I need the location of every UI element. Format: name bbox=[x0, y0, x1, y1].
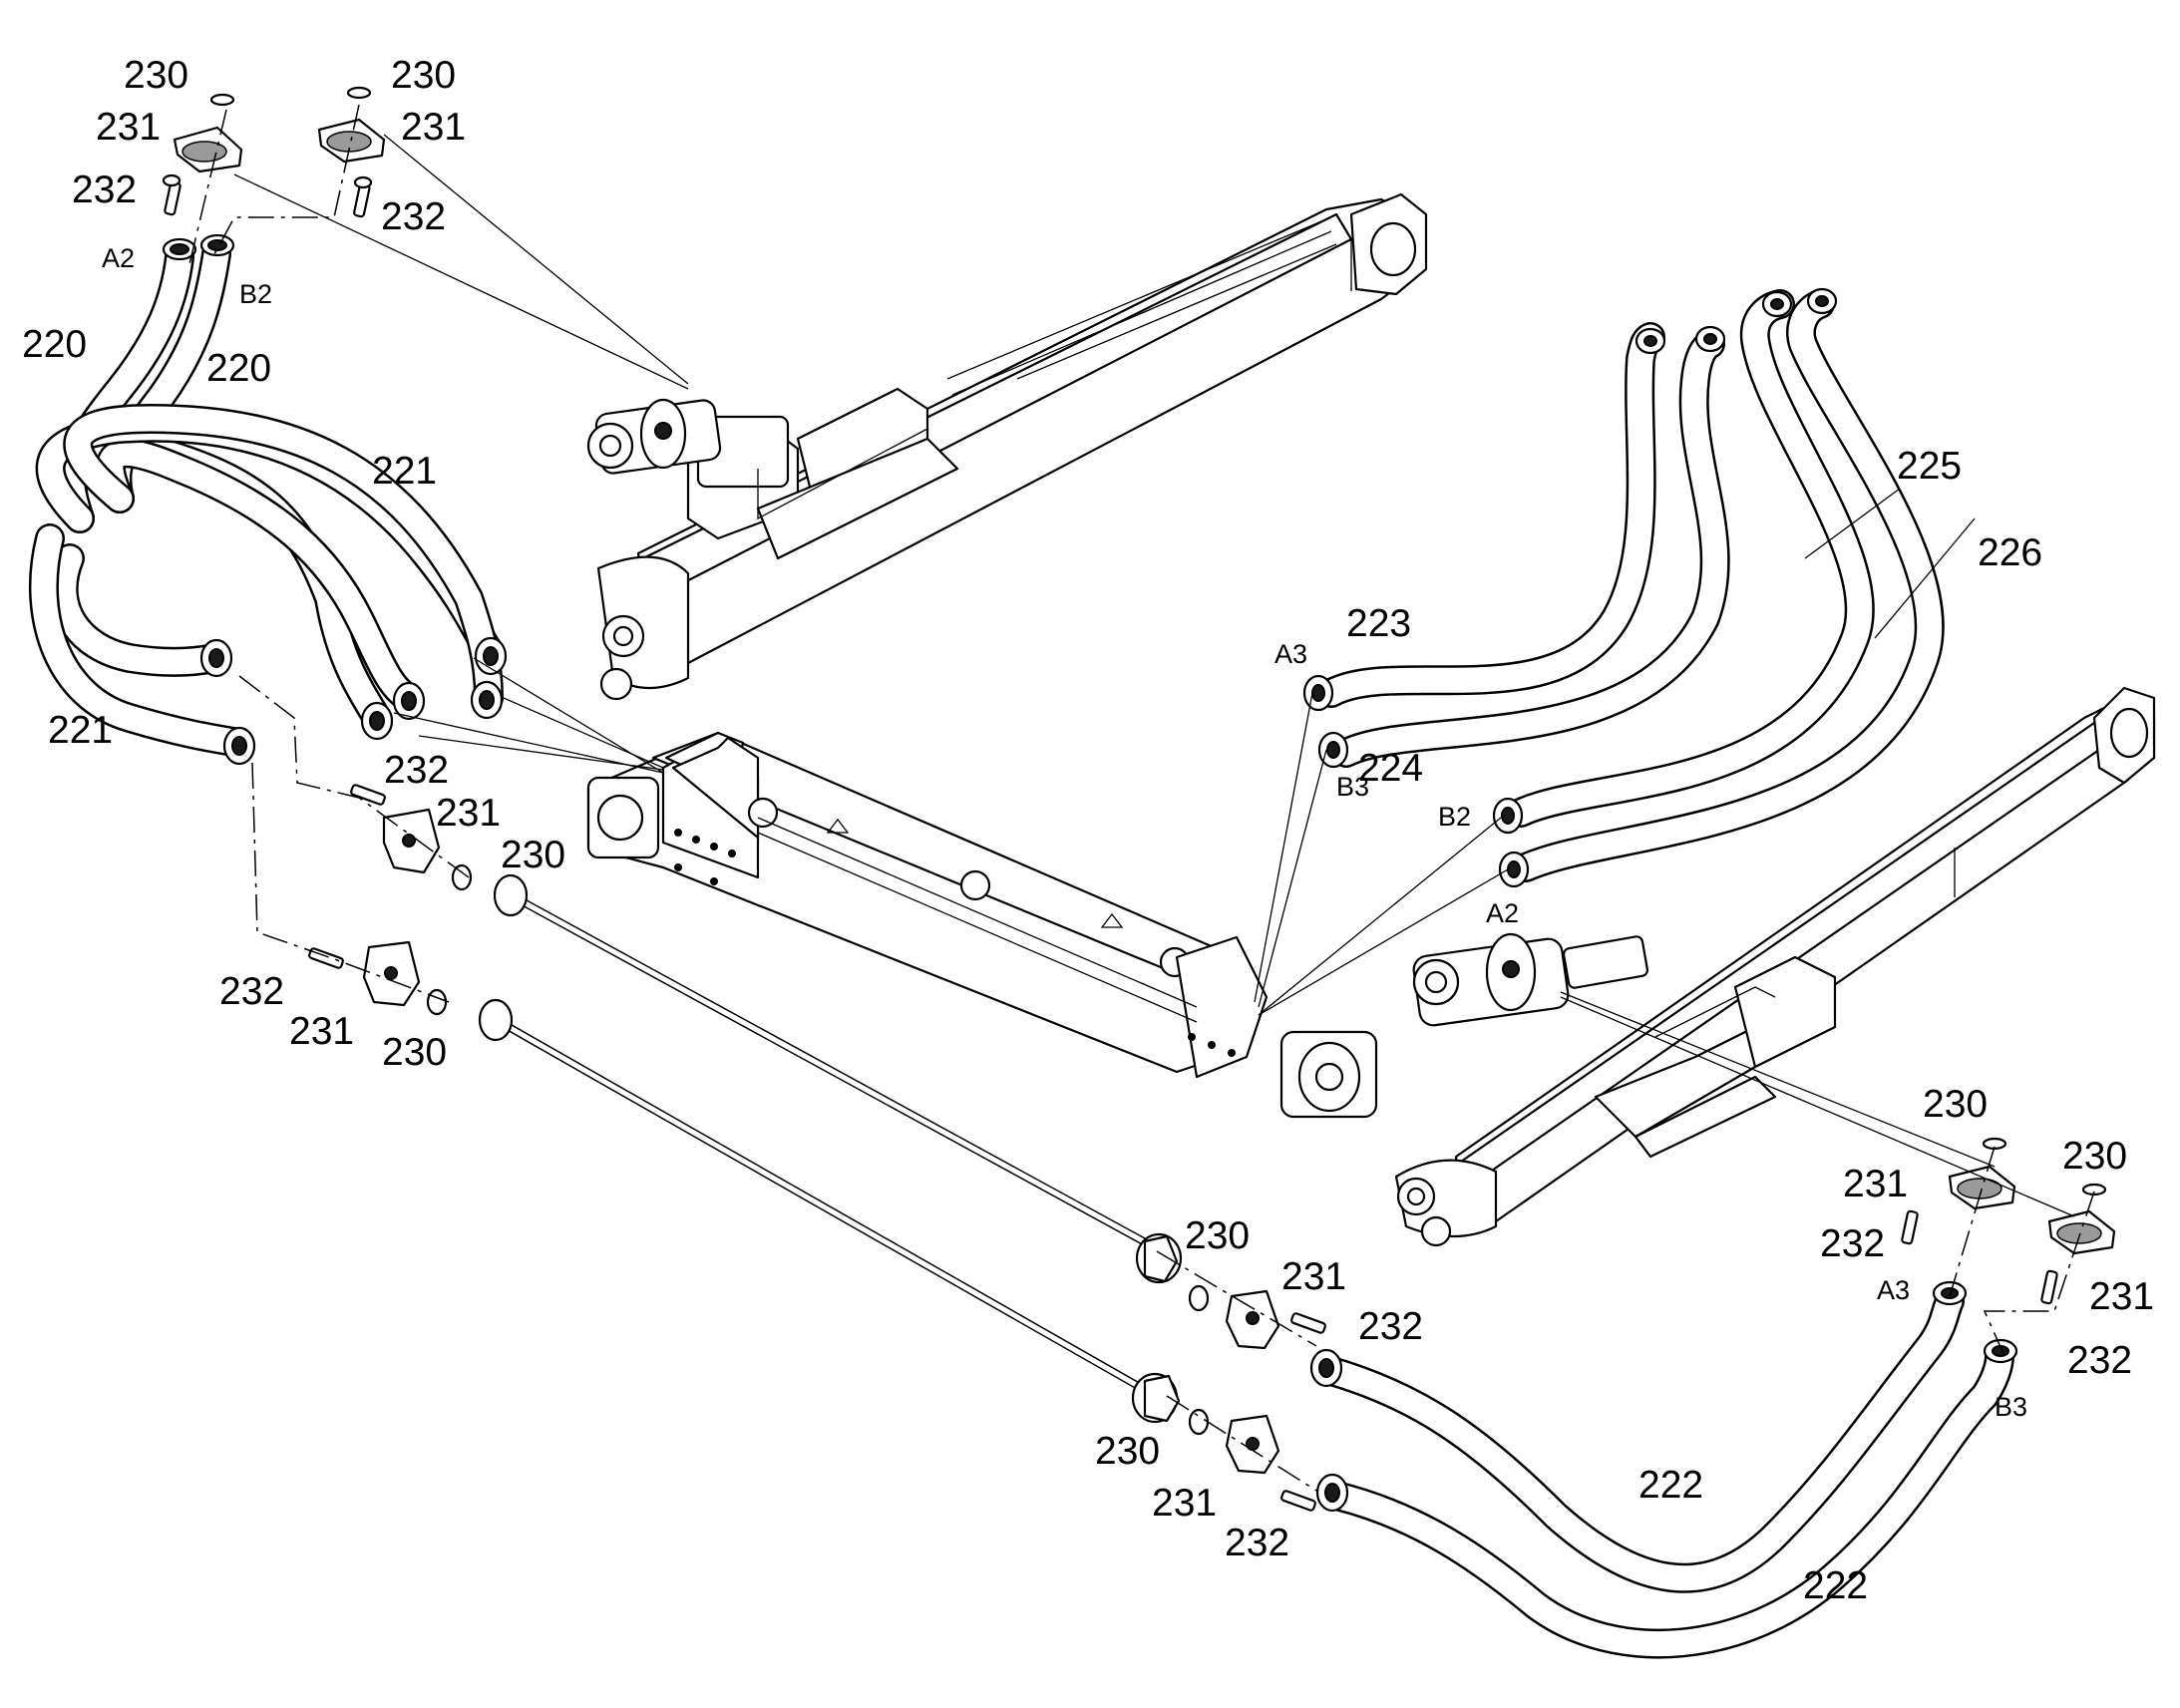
lower-cylinder bbox=[1412, 932, 1649, 1027]
port-label-a3: A3 bbox=[1877, 1275, 1910, 1305]
hose-222-pair bbox=[1316, 1286, 2014, 1659]
callout-225: 225 bbox=[1897, 445, 1962, 488]
callout-230: 230 bbox=[391, 54, 456, 97]
callout-232: 232 bbox=[1225, 1522, 1289, 1564]
callout-222: 222 bbox=[1638, 1464, 1703, 1507]
leader-lines bbox=[233, 134, 2075, 1217]
top-hose-ends bbox=[162, 233, 235, 261]
port-label-a2: A2 bbox=[102, 243, 135, 273]
port-labels: A2 B2 A3 B3 B2 A2 A3 B3 bbox=[102, 243, 2027, 1422]
port-label-a3: A3 bbox=[1274, 639, 1307, 669]
callout-231: 231 bbox=[1281, 1255, 1346, 1298]
hose-fittings-221 bbox=[199, 636, 508, 766]
center-frame-beam bbox=[586, 731, 1378, 1119]
callout-221: 221 bbox=[372, 450, 437, 493]
callout-224: 224 bbox=[1358, 747, 1423, 790]
callout-231: 231 bbox=[1843, 1163, 1908, 1205]
hose-223-224-225-226 bbox=[1316, 289, 1945, 882]
flange-set-mid-left-2 bbox=[308, 940, 448, 1016]
callout-232: 232 bbox=[2067, 1339, 2132, 1382]
callout-231: 231 bbox=[96, 106, 161, 149]
callout-220: 220 bbox=[206, 347, 271, 390]
callout-231: 231 bbox=[2089, 1275, 2154, 1318]
callout-230: 230 bbox=[1185, 1214, 1250, 1257]
callout-230: 230 bbox=[2062, 1135, 2127, 1178]
callout-231: 231 bbox=[289, 1010, 354, 1053]
hose-221-bundle bbox=[28, 404, 506, 758]
callout-221: 221 bbox=[48, 709, 113, 752]
rigid-pipe-lower bbox=[478, 998, 1179, 1424]
upper-boom-arm bbox=[596, 192, 1428, 701]
flange-set-lower-right-2 bbox=[2040, 1183, 2116, 1305]
callout-223: 223 bbox=[1346, 602, 1411, 645]
port-label-b2: B2 bbox=[239, 279, 272, 309]
port-label-b3: B3 bbox=[1995, 1392, 2027, 1422]
port-label-a2: A2 bbox=[1486, 898, 1519, 928]
flange-set-top-right bbox=[317, 86, 386, 218]
callout-226: 226 bbox=[1978, 531, 2042, 574]
callout-230: 230 bbox=[1923, 1083, 1988, 1126]
callout-220: 220 bbox=[22, 323, 87, 366]
callout-230: 230 bbox=[501, 834, 565, 876]
callout-231: 231 bbox=[1152, 1482, 1217, 1525]
assembly-centerlines bbox=[188, 104, 2095, 1492]
callout-231: 231 bbox=[436, 792, 501, 835]
port-label-b2: B2 bbox=[1438, 802, 1471, 832]
callout-222: 222 bbox=[1803, 1564, 1868, 1607]
callout-230: 230 bbox=[124, 54, 188, 97]
callout-232: 232 bbox=[219, 970, 284, 1013]
callout-230: 230 bbox=[382, 1031, 447, 1074]
right-hose-fittings bbox=[1302, 287, 1838, 888]
flange-set-lower-right-1 bbox=[1901, 1137, 2016, 1245]
callout-232: 232 bbox=[384, 749, 449, 792]
callout-232: 232 bbox=[1820, 1222, 1885, 1265]
callouts: 230 230 231 231 232 232 220 220 221 221 … bbox=[22, 54, 2154, 1607]
upper-cylinder bbox=[586, 398, 722, 475]
hose-222-fittings bbox=[1309, 1280, 2018, 1513]
callout-232: 232 bbox=[1358, 1305, 1423, 1348]
port-label-b3: B3 bbox=[1336, 772, 1369, 802]
callout-232: 232 bbox=[72, 169, 137, 211]
flange-set-mid-right-1 bbox=[1143, 1234, 1326, 1350]
callout-231: 231 bbox=[401, 106, 466, 149]
callout-230: 230 bbox=[1095, 1430, 1160, 1473]
flange-set-mid-right-2 bbox=[1143, 1374, 1316, 1512]
flange-set-top-left bbox=[162, 93, 243, 216]
callout-232: 232 bbox=[381, 195, 446, 238]
